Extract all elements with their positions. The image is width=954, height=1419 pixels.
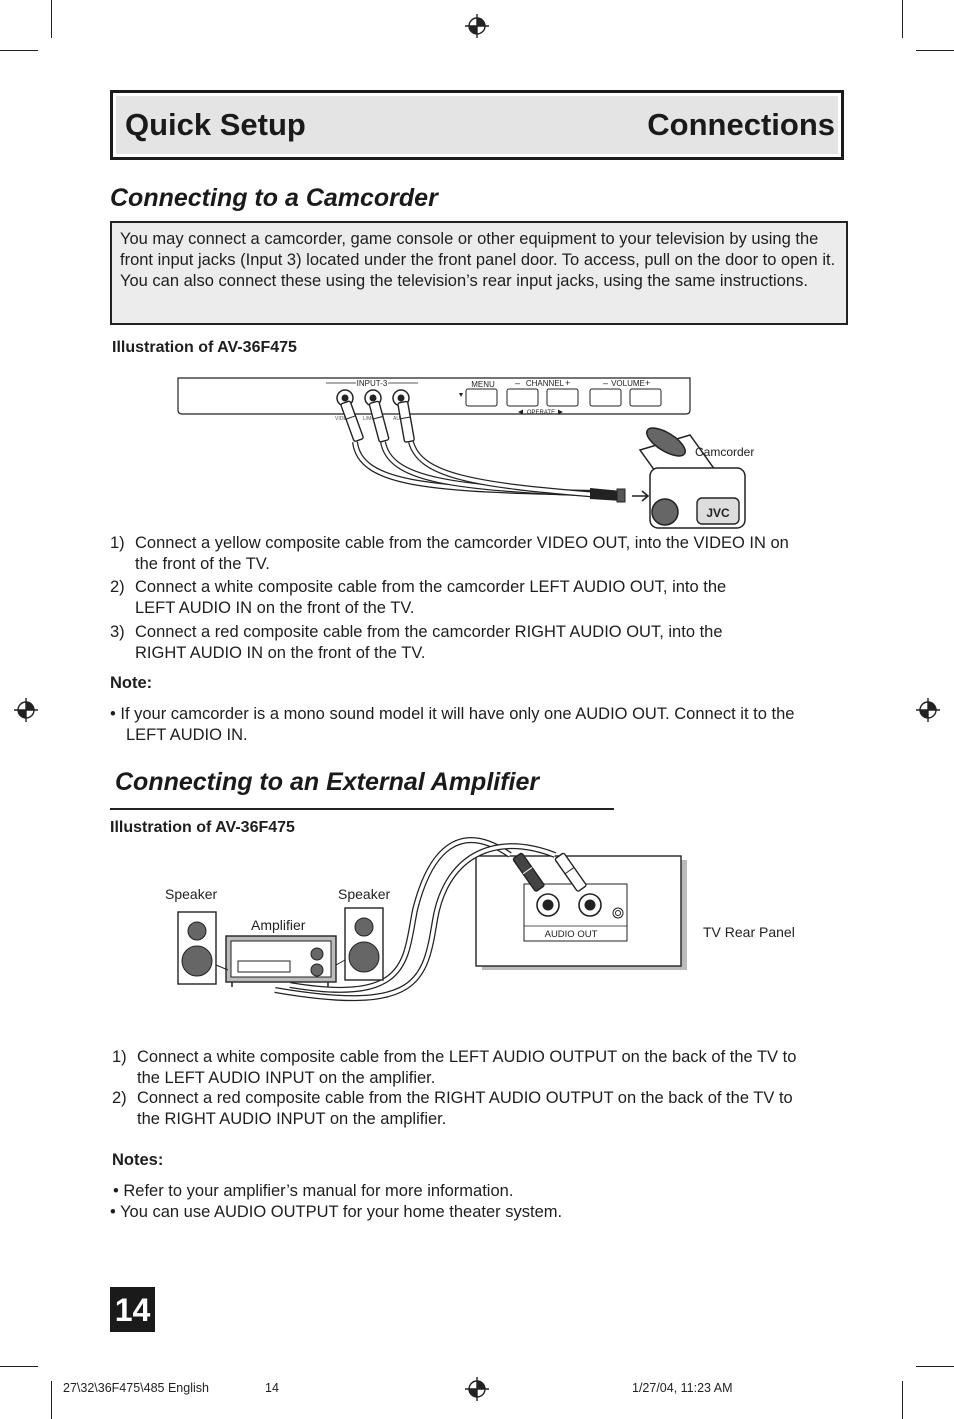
step-text: LEFT AUDIO IN on the front of the TV. [135,599,415,617]
note-text: LEFT AUDIO IN. [126,726,248,744]
camcorder-step: 2) Connect a white composite cable from … [110,577,830,621]
step-text: the RIGHT AUDIO INPUT on the amplifier. [137,1110,447,1128]
section-title-amplifier: Connecting to an External Amplifier [115,768,540,796]
camcorder-brand: JVC [706,506,730,520]
note-text: • If your camcorder is a mono sound mode… [110,705,795,723]
step-text: the front of the TV. [135,555,270,573]
step-text: Connect a white composite cable from the… [135,578,727,596]
note-heading: Note: [110,674,153,692]
menu-label: MENU [471,380,495,389]
camcorder-icon: JVC [638,427,746,529]
operate-label: OPERATE [527,410,555,416]
note-text: • You can use AUDIO OUTPUT for your home… [110,1203,563,1221]
header-right-title: Connections [647,107,835,142]
svg-text:–: – [515,378,520,388]
amplifier-label: Amplifier [251,917,306,933]
svg-text:–: – [603,378,608,388]
crop-mark [916,1366,954,1367]
header-left-title: Quick Setup [125,107,306,142]
tv-rear-panel-label: TV Rear Panel [703,924,795,940]
step-text: Connect a yellow composite cable from th… [135,534,789,552]
volume-label: VOLUME [611,379,645,388]
intro-box: You may connect a camcorder, game consol… [110,221,848,325]
speaker-left-icon [177,911,217,985]
section-title-camcorder: Connecting to a Camcorder [110,184,438,212]
amplifier-step: 1) Connect a white composite cable from … [112,1047,832,1091]
crop-mark [0,50,38,51]
step-text: Connect a white composite cable from the… [137,1048,797,1066]
input-3-label: INPUT-3 [357,379,388,388]
crop-mark [916,50,954,51]
camcorder-step: 1) Connect a yellow composite cable from… [110,533,830,577]
crop-mark [51,0,52,38]
page-number: 14 [110,1287,155,1332]
svg-text:+: + [645,378,650,388]
amplifier-connection-diagram: AUDIO OUT Speaker Speaker Amplifier TV R… [165,837,795,1002]
step-number: 1) [110,534,125,552]
camcorder-label: Camcorder [695,445,754,459]
registration-mark-icon [465,1377,489,1401]
step-text: RIGHT AUDIO IN on the front of the TV. [135,644,426,662]
illustration-label: Illustration of AV-36F475 [110,819,295,836]
illustration-label: Illustration of AV-36F475 [112,339,297,356]
amplifier-icon [225,935,337,987]
svg-text:+: + [565,378,570,388]
step-number: 2) [110,578,125,596]
registration-mark-icon [14,698,38,722]
crop-mark [0,1366,38,1367]
registration-mark-icon [465,14,489,38]
speaker-right-icon [344,907,384,981]
channel-label: CHANNEL [526,379,565,388]
registration-mark-icon [916,698,940,722]
camcorder-connection-diagram: INPUT-3 VIDEO L/MONO AUDIO MENU CHANNEL … [177,377,754,529]
speaker-left-label: Speaker [165,886,217,902]
crop-mark [902,1381,903,1419]
footer-file: 27\32\36F475\485 English [63,1381,209,1395]
camcorder-step: 3) Connect a red composite cable from th… [110,622,830,666]
audio-out-label: AUDIO OUT [545,929,598,940]
section-rule [110,808,614,810]
step-text: the LEFT AUDIO INPUT on the amplifier. [137,1069,436,1087]
step-number: 1) [112,1048,127,1066]
notes-heading: Notes: [112,1151,164,1169]
step-number: 2) [112,1089,127,1107]
step-number: 3) [110,623,125,641]
jack-label-video: VIDEO [335,416,351,422]
footer-timestamp: 1/27/04, 11:23 AM [632,1381,733,1395]
crop-mark [51,1381,52,1419]
footer-page: 14 [265,1381,279,1395]
amplifier-step: 2) Connect a red composite cable from th… [112,1088,832,1132]
page-header: Quick Setup Connections [110,90,844,160]
step-text: Connect a red composite cable from the c… [135,623,723,641]
note-text: • Refer to your amplifier’s manual for m… [113,1182,514,1200]
speaker-right-label: Speaker [338,886,390,902]
step-text: Connect a red composite cable from the R… [137,1089,793,1107]
crop-mark [902,0,903,38]
